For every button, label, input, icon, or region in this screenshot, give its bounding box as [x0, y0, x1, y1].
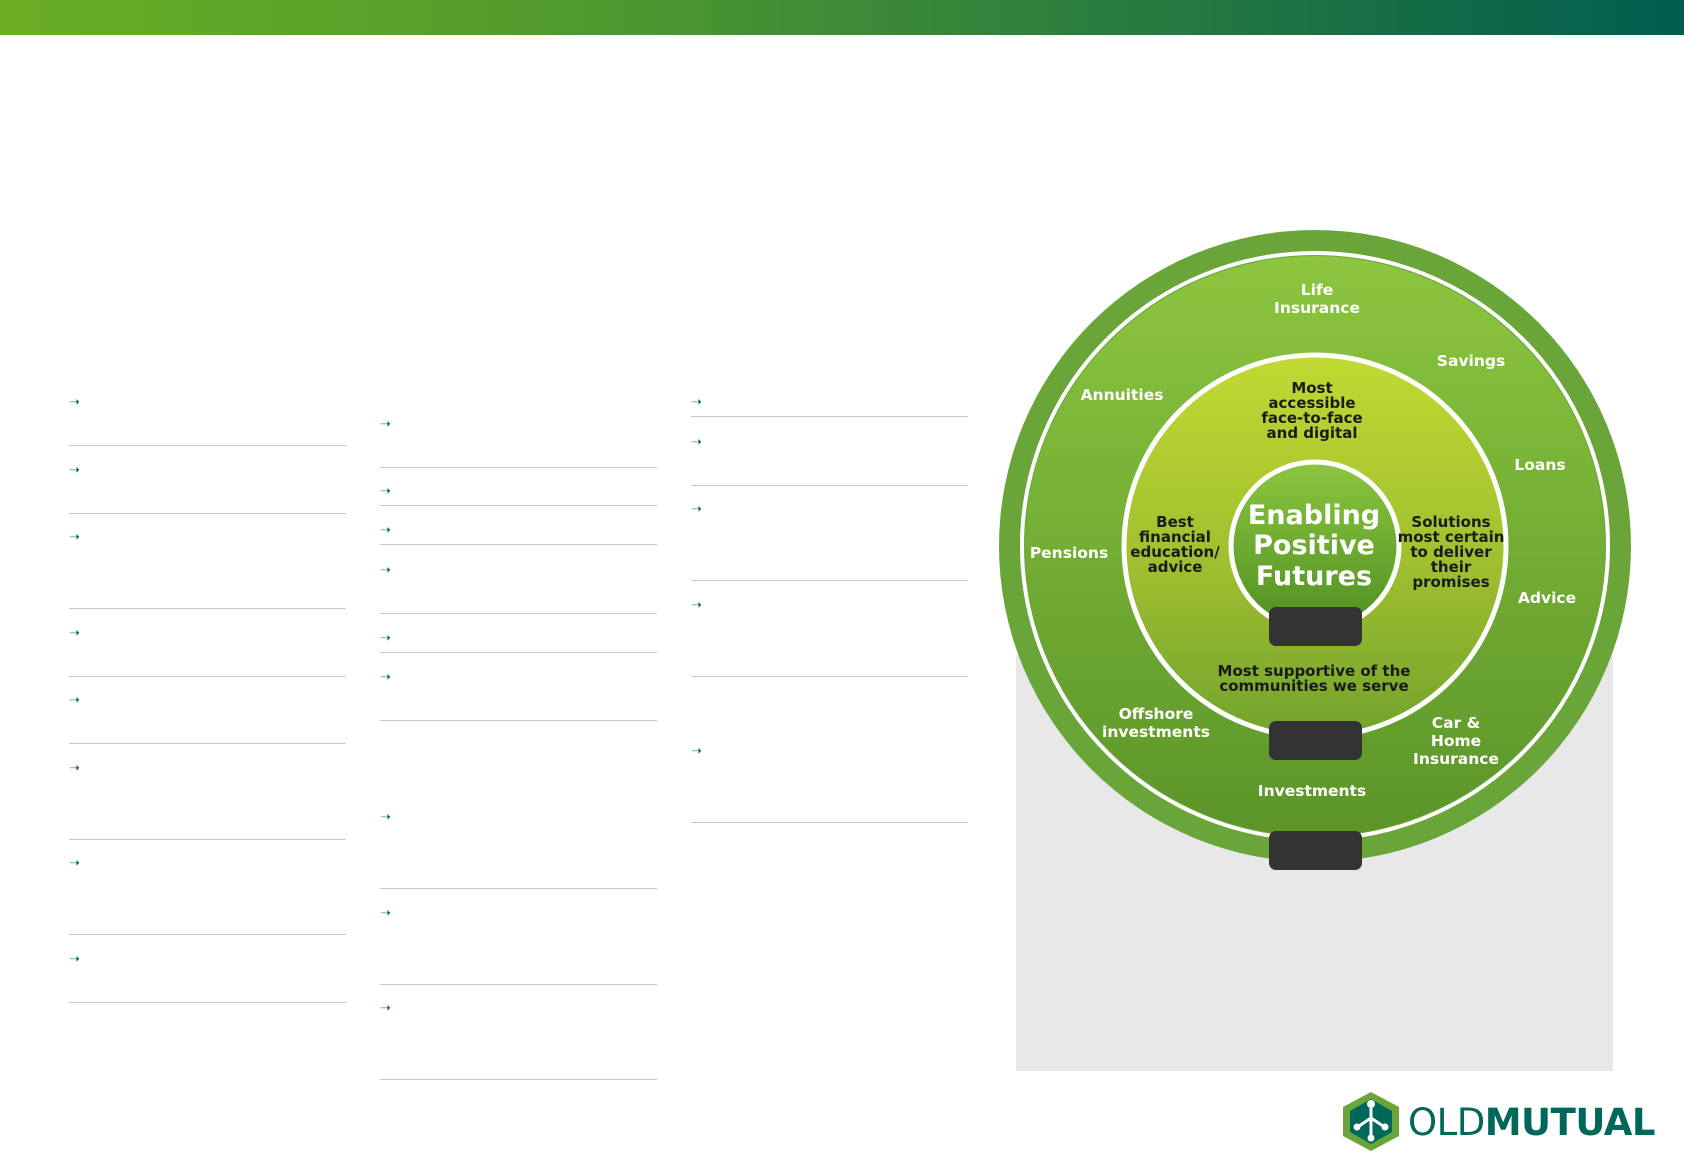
- label-offshore-2: investments: [1102, 723, 1210, 741]
- inner-right-line-2: most certain: [1398, 528, 1505, 546]
- inner-ring-top-label: Most accessible face-to-face and digital: [1261, 379, 1362, 442]
- inner-right-line-1: Solutions: [1411, 513, 1490, 531]
- arrow-right-icon: ➝: [691, 502, 702, 517]
- arrow-right-icon: ➝: [69, 856, 80, 871]
- inner-left-line-2: financial: [1139, 528, 1211, 546]
- top-gradient-bar: [0, 0, 1684, 35]
- list-item: ➝: [69, 396, 346, 446]
- list-item: ➝: [691, 503, 968, 581]
- label-annuities: Annuities: [1081, 386, 1164, 404]
- arrow-right-icon: ➝: [69, 626, 80, 641]
- label-advice: Advice: [1518, 589, 1576, 607]
- list-item: ➝: [69, 694, 346, 744]
- list-item: ➝: [380, 811, 657, 889]
- arrow-right-icon: ➝: [69, 463, 80, 478]
- list-item: ➝: [380, 485, 657, 506]
- label-car-home-1: Car &: [1432, 714, 1480, 732]
- logo-text-old: OLD: [1408, 1101, 1485, 1144]
- list-item: ➝: [691, 396, 968, 417]
- arrow-right-icon: ➝: [69, 761, 80, 776]
- inner-left-line-3: education/: [1130, 543, 1220, 561]
- label-car-home-2: Home: [1431, 732, 1481, 750]
- inner-left-line-1: Best: [1156, 513, 1194, 531]
- arrow-right-icon: ➝: [69, 693, 80, 708]
- label-offshore-1: Offshore: [1119, 705, 1194, 723]
- list-item: ➝: [380, 418, 657, 468]
- logo-wordmark: OLDMUTUAL: [1408, 1101, 1655, 1145]
- arrow-right-icon: ➝: [691, 435, 702, 450]
- outer-ring-labels: Life Insurance Savings Loans Advice Car …: [1030, 281, 1576, 800]
- list-item: ➝: [69, 857, 346, 935]
- inner-left-line-4: advice: [1148, 558, 1203, 576]
- inner-top-line-3: face-to-face: [1261, 409, 1362, 427]
- list-item: ➝: [691, 599, 968, 677]
- list-item: ➝: [69, 627, 346, 677]
- old-mutual-logo: [1343, 1092, 1399, 1151]
- old-mutual-emblem-icon: [1343, 1092, 1399, 1151]
- arrow-right-icon: ➝: [380, 484, 391, 499]
- inner-ring-bottom-label: Most supportive of the communities we se…: [1218, 662, 1411, 695]
- center-title-line-1: Enabling: [1248, 500, 1380, 531]
- center-title-line-3: Futures: [1256, 561, 1372, 592]
- label-savings: Savings: [1437, 352, 1505, 370]
- arrow-right-icon: ➝: [691, 744, 702, 759]
- label-investments: Investments: [1258, 782, 1366, 800]
- list-item: ➝: [380, 632, 657, 653]
- center-title-line-2: Positive: [1253, 530, 1375, 561]
- arrow-right-icon: ➝: [380, 523, 391, 538]
- list-item: ➝: [69, 531, 346, 609]
- arrow-right-icon: ➝: [380, 670, 391, 685]
- arrow-right-icon: ➝: [380, 906, 391, 921]
- list-item: ➝: [69, 762, 346, 840]
- arrow-right-icon: ➝: [380, 417, 391, 432]
- list-item: ➝: [69, 953, 346, 1003]
- label-car-home-3: Insurance: [1413, 750, 1499, 768]
- list-item: ➝: [380, 907, 657, 985]
- center-title: Enabling Positive Futures: [1248, 500, 1380, 592]
- arrow-right-icon: ➝: [691, 395, 702, 410]
- list-item: ➝: [380, 671, 657, 721]
- list-item: ➝: [691, 436, 968, 486]
- arrow-right-icon: ➝: [69, 395, 80, 410]
- logo-text-mutual: MUTUAL: [1484, 1101, 1656, 1144]
- inner-top-line-2: accessible: [1268, 394, 1355, 412]
- list-item: ➝: [380, 1002, 657, 1080]
- inner-right-line-5: promises: [1412, 573, 1489, 591]
- arrow-right-icon: ➝: [69, 952, 80, 967]
- list-item: ➝: [691, 745, 968, 823]
- inner-ring-right-label: Solutions most certain to deliver their …: [1398, 513, 1505, 591]
- label-loans: Loans: [1514, 456, 1565, 474]
- arrow-right-icon: ➝: [380, 1001, 391, 1016]
- dark-label-tab-outer: [1269, 831, 1362, 870]
- inner-right-line-3: to deliver: [1410, 543, 1492, 561]
- label-life-insurance-2: Insurance: [1274, 299, 1360, 317]
- arrow-right-icon: ➝: [380, 810, 391, 825]
- inner-bottom-line-1: Most supportive of the: [1218, 662, 1411, 680]
- list-item: ➝: [69, 464, 346, 514]
- arrow-right-icon: ➝: [380, 631, 391, 646]
- inner-ring-left-label: Best financial education/ advice: [1130, 513, 1220, 576]
- inner-bottom-line-2: communities we serve: [1219, 677, 1408, 695]
- label-pensions: Pensions: [1030, 544, 1108, 562]
- list-item: ➝: [380, 564, 657, 614]
- dark-label-tab-center: [1269, 607, 1362, 646]
- arrow-right-icon: ➝: [380, 563, 391, 578]
- inner-top-line-1: Most: [1291, 379, 1332, 397]
- arrow-right-icon: ➝: [69, 530, 80, 545]
- arrow-right-icon: ➝: [691, 598, 702, 613]
- list-item: ➝: [380, 524, 657, 545]
- inner-right-line-4: their: [1431, 558, 1472, 576]
- dark-label-tab-inner: [1269, 721, 1362, 760]
- label-life-insurance-1: Life: [1301, 281, 1333, 299]
- inner-top-line-4: and digital: [1267, 424, 1358, 442]
